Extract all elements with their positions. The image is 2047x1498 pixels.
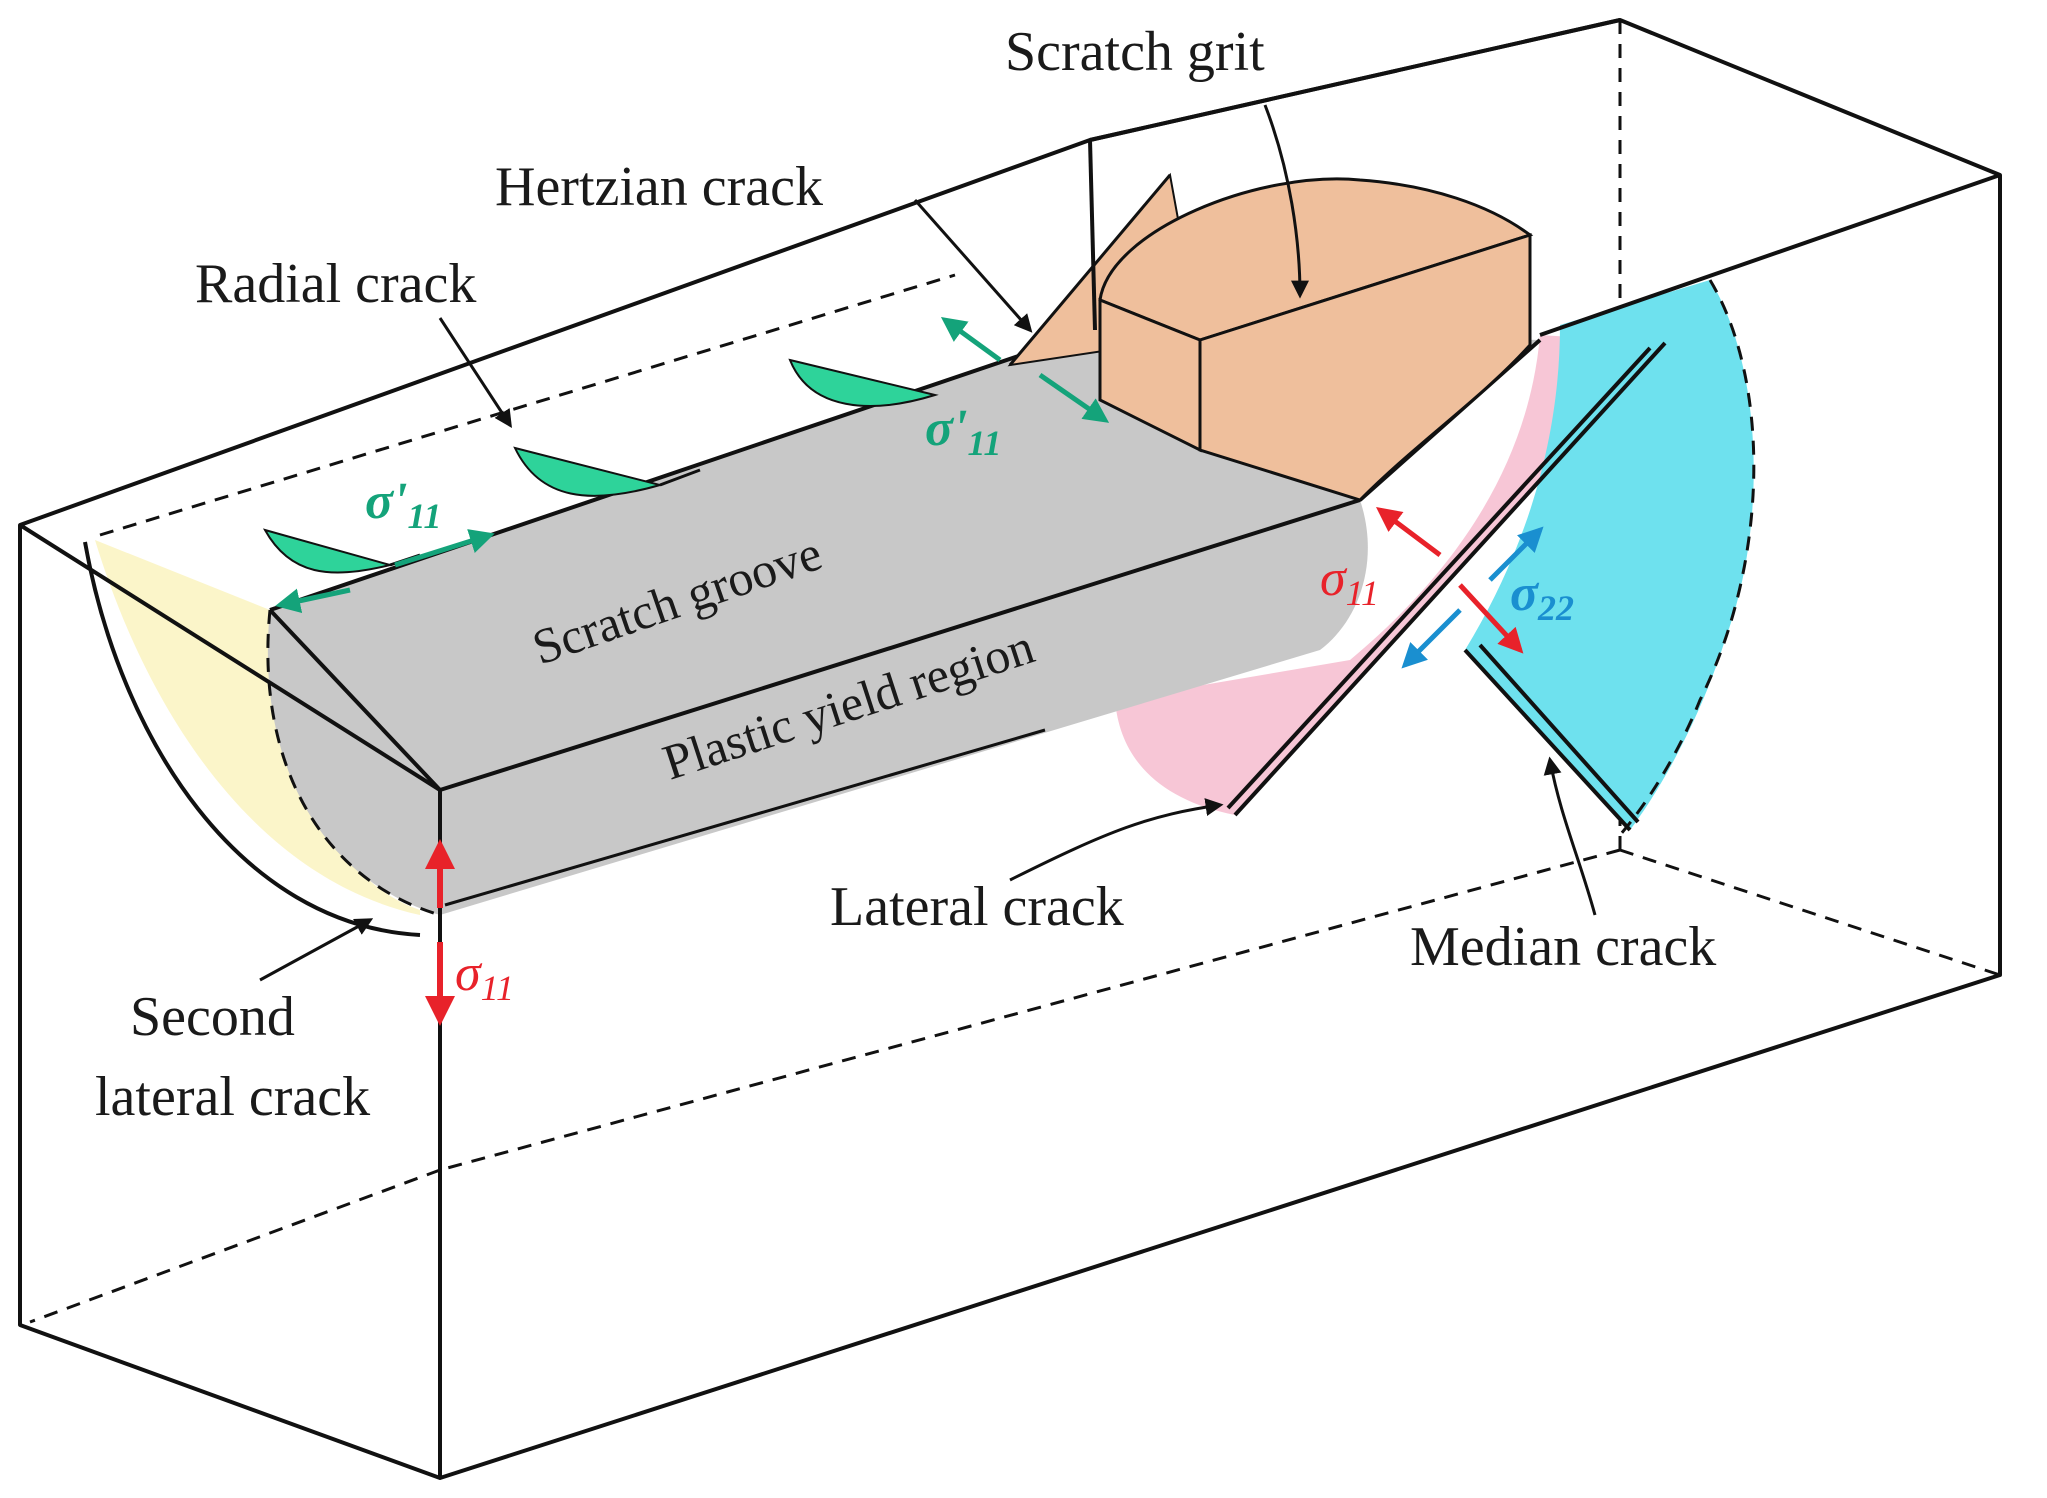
scratch-grit [1098, 177, 1534, 502]
label-second-lateral-line1: Second [130, 986, 295, 1048]
label-lateral-crack: Lateral crack [830, 876, 1124, 938]
lateral-crack-region [1115, 335, 1665, 815]
sigma-prime11-label-left: σ'11 [365, 473, 442, 536]
second-lateral-crack-curve [83, 541, 421, 937]
sigma11-label-right: σ11 [1320, 550, 1379, 613]
leader-lines [259, 104, 1597, 982]
median-crack-outline [1618, 279, 1756, 836]
groove-end-face [267, 610, 440, 915]
block-visible-edges [18, 18, 2002, 1480]
radial-cracks [262, 358, 939, 574]
median-crack-region [1465, 280, 1754, 830]
label-hertzian-crack: Hertzian crack [495, 156, 823, 218]
sigma22-label: σ22 [1510, 565, 1574, 628]
sigma-prime11-arrow-left [275, 529, 495, 614]
sigma11-arrow-lateral [1376, 507, 1524, 654]
label-radial-crack: Radial crack [195, 253, 476, 315]
sigma11-label-bottom: σ11 [455, 945, 514, 1008]
sigma-prime11-label-right: σ'11 [925, 400, 1002, 463]
label-scratch-grit: Scratch grit [1005, 21, 1265, 83]
label-second-lateral-line2: lateral crack [95, 1066, 370, 1128]
label-median-crack: Median crack [1410, 916, 1716, 978]
plastic-yield-front [440, 500, 1368, 915]
second-lateral-crack-region [95, 540, 420, 915]
sigma22-arrow [1401, 526, 1544, 669]
sigma-prime11-arrow-right [940, 317, 1110, 423]
